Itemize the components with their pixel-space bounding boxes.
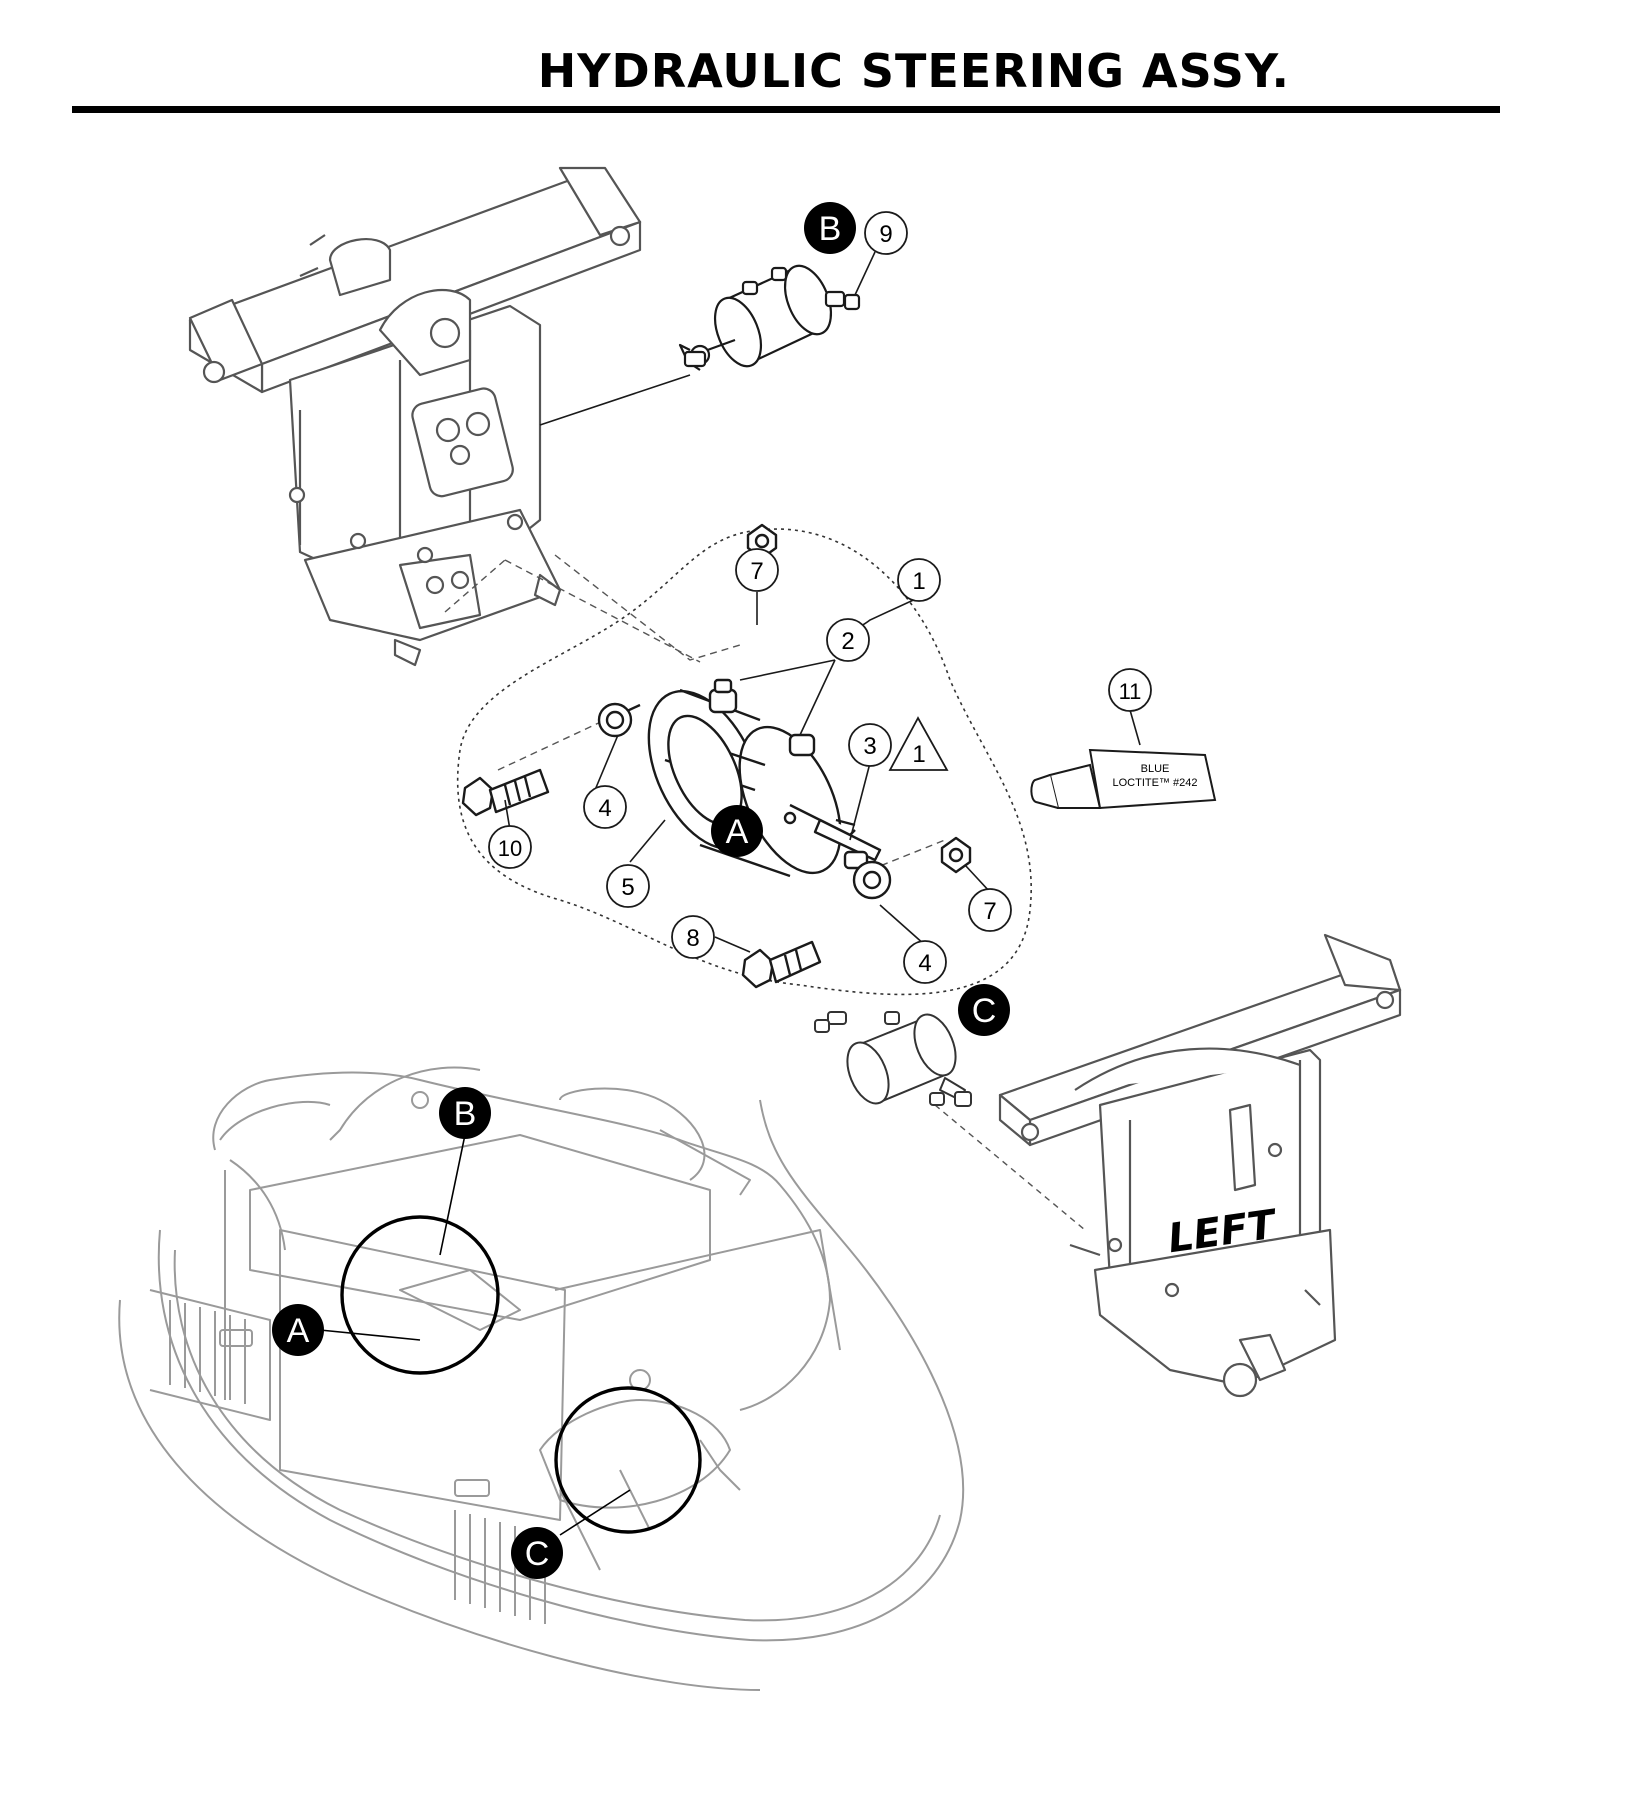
warning-triangle-icon: 1: [888, 716, 949, 771]
svg-text:3: 3: [863, 733, 876, 760]
leader-line: [539, 374, 691, 426]
detail-circle-c: [554, 1386, 702, 1534]
title-rule: [72, 106, 1500, 113]
detail-badge-c-top: C: [958, 984, 1010, 1036]
steering-cylinder-c: [814, 1011, 972, 1107]
svg-text:B: B: [454, 1095, 477, 1133]
callout-9: 9: [864, 211, 908, 255]
gearbox-left: LEFT: [998, 933, 1402, 1398]
svg-text:C: C: [525, 1535, 550, 1573]
callout-7: 7: [735, 548, 779, 592]
callout-10: 10: [488, 825, 532, 869]
loctite-label-line2: LOCTITE™ #242: [1113, 777, 1198, 789]
warning-number: 1: [912, 741, 925, 768]
callout-3: 3: [848, 723, 892, 767]
svg-text:2: 2: [841, 628, 854, 655]
detail-badge-c-overview: C: [511, 1527, 563, 1579]
detail-leaders: [319, 1129, 631, 1536]
svg-text:A: A: [287, 1312, 310, 1350]
callout-2: 2: [826, 618, 870, 662]
callout-1: 1: [897, 558, 941, 602]
svg-text:7: 7: [750, 558, 763, 585]
detail-badge-b-top: B: [804, 202, 856, 254]
svg-text:C: C: [972, 992, 997, 1030]
detail-badge-b-overview: B: [439, 1087, 491, 1139]
svg-text:8: 8: [686, 925, 699, 952]
page-title: HYDRAULIC STEERING ASSY.: [537, 44, 1290, 98]
svg-text:5: 5: [621, 874, 634, 901]
callout-4-lower: 4: [903, 940, 947, 984]
steering-cylinder-b: [678, 264, 861, 371]
detail-circle-ab: [340, 1215, 500, 1375]
detail-badge-a-overview: A: [272, 1304, 324, 1356]
callout-8: 8: [671, 915, 715, 959]
svg-text:4: 4: [598, 795, 611, 822]
callout-7-lower: 7: [968, 888, 1012, 932]
assembly-boundary: [456, 528, 1032, 996]
svg-text:11: 11: [1119, 679, 1142, 704]
callout-11: 11: [1108, 668, 1152, 712]
svg-text:4: 4: [918, 950, 931, 977]
callout-4: 4: [583, 785, 627, 829]
svg-text:B: B: [819, 210, 842, 248]
svg-text:1: 1: [912, 568, 925, 595]
svg-text:9: 9: [879, 221, 892, 248]
detail-badge-a-top: A: [711, 805, 763, 857]
svg-text:A: A: [726, 813, 749, 851]
callout-5: 5: [606, 864, 650, 908]
trowel-machine-overview: [118, 1066, 965, 1691]
loctite-label-line1: BLUE: [1141, 763, 1170, 775]
loctite-tube: BLUE LOCTITE™ #242: [1030, 748, 1217, 810]
svg-text:7: 7: [983, 898, 996, 925]
svg-text:10: 10: [498, 836, 522, 861]
steering-cylinder-main: [461, 523, 972, 989]
gearbox-right: [188, 166, 642, 667]
